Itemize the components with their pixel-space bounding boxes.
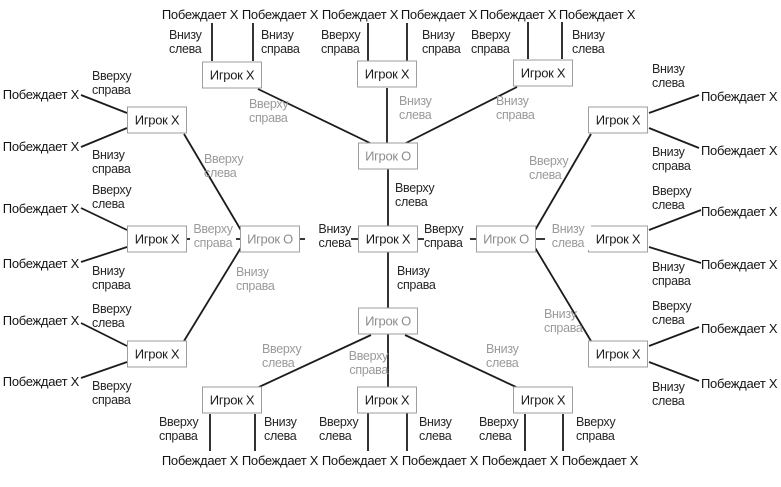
node-player-x-mid-right: Игрок X [588, 225, 648, 253]
node-player-x-mid-left: Игрок X [127, 225, 187, 253]
outcome-label-23: Побеждает X [561, 453, 639, 468]
edge-label-leaf-11: Вверху справа [92, 379, 132, 407]
outcome-label-7: Побеждает X [2, 139, 80, 154]
edge-label-leaf-19: Внизу слева [264, 415, 297, 443]
node-player-o-right: Игрок О [476, 225, 536, 253]
edge-label-right-midright: Внизу слева [545, 222, 591, 250]
node-player-x-bottom-right: Игрок X [513, 386, 573, 414]
outcome-label-19: Побеждает X [241, 453, 319, 468]
edge-label-left-upperleft: Вверху слева [204, 152, 244, 180]
outcome-label-6: Побеждает X [2, 87, 80, 102]
node-player-o-top: Игрок О [358, 142, 418, 170]
outcome-label-9: Побеждает X [2, 256, 80, 271]
outcome-label-11: Побеждает X [2, 374, 80, 389]
edge-label-leaf-22: Вверху слева [479, 415, 519, 443]
node-player-x-top-left: Игрок X [202, 61, 262, 89]
outcome-label-2: Побеждает X [321, 7, 399, 22]
node-player-x-root: Игрок X [358, 225, 418, 253]
edge-label-top-topright: Внизу справа [496, 94, 535, 122]
edge-label-leaf-6: Вверху справа [92, 69, 132, 97]
edge-label-bottom-bottomright: Внизу слева [486, 342, 519, 370]
edge-label-leaf-23: Вверху справа [576, 415, 616, 443]
edge-label-leaf-12: Внизу слева [652, 62, 685, 90]
edge-label-leaf-15: Внизу справа [652, 260, 691, 288]
edge-label-right-lowerright: Внизу справа [544, 307, 583, 335]
outcome-label-12: Побеждает X [701, 89, 778, 104]
edge-label-left-midleft: Вверху справа [190, 222, 236, 250]
edge-label-top-topleft: Вверху справа [249, 97, 289, 125]
outcome-label-8: Побеждает X [2, 201, 80, 216]
outcome-label-4: Побеждает X [479, 7, 557, 22]
outcome-label-10: Побеждает X [2, 313, 80, 328]
edge-label-left-lowerleft: Внизу справа [236, 265, 275, 293]
outcome-label-20: Побеждает X [321, 453, 399, 468]
edge-label-leaf-13: Внизу справа [652, 145, 691, 173]
edge-label-leaf-21: Внизу слева [419, 415, 452, 443]
edge-label-top-topcenter: Внизу слева [399, 94, 432, 122]
edge-label-leaf-18: Вверху справа [159, 415, 199, 443]
edge-label-leaf-17: Внизу слева [652, 380, 685, 408]
edge-label-bottom-bottomleft: Вверху слева [262, 342, 302, 370]
edge-label-leaf-3: Внизу справа [422, 28, 461, 56]
node-player-x-top-right: Игрок X [513, 59, 573, 87]
edge-label-right-upperright: Вверху слева [529, 154, 569, 182]
outcome-label-15: Побеждает X [701, 257, 778, 272]
edge-label-leaf-0: Внизу слева [169, 28, 202, 56]
edge-label-leaf-16: Вверху слева [652, 299, 692, 327]
outcome-label-21: Побеждает X [401, 453, 479, 468]
outcome-label-14: Побеждает X [701, 204, 778, 219]
edge-label-leaf-8: Вверху слева [92, 183, 132, 211]
outcome-label-0: Побеждает X [161, 7, 239, 22]
edge-label-leaf-5: Внизу слева [572, 28, 605, 56]
node-player-o-left: Игрок О [240, 225, 300, 253]
edge-label-leaf-1: Внизу справа [261, 28, 300, 56]
edge-label-leaf-4: Вверху справа [471, 28, 511, 56]
node-player-o-bottom: Игрок О [358, 307, 418, 335]
edge-label-leaf-14: Вверху слева [652, 184, 692, 212]
edge-label-leaf-20: Вверху слева [319, 415, 359, 443]
edge-label-leaf-9: Внизу справа [92, 264, 131, 292]
outcome-label-5: Побеждает X [558, 7, 636, 22]
node-player-x-lower-left: Игрок X [127, 340, 187, 368]
node-player-x-bottom-center: Игрок X [357, 386, 417, 414]
node-player-x-lower-right: Игрок X [588, 340, 648, 368]
edge-label-root-left: Внизу слева [305, 222, 351, 250]
outcome-label-3: Побеждает X [400, 7, 478, 22]
outcome-label-18: Побеждает X [161, 453, 239, 468]
outcome-label-13: Побеждает X [701, 143, 778, 158]
outcome-label-17: Побеждает X [701, 376, 778, 391]
node-player-x-top-center: Игрок X [357, 60, 417, 88]
outcome-label-16: Побеждает X [701, 321, 778, 336]
outcome-label-22: Побеждает X [481, 453, 559, 468]
edge-label-leaf-2: Вверху справа [321, 28, 361, 56]
node-player-x-upper-left: Игрок X [127, 106, 187, 134]
edge-label-root-bottom: Внизу справа [397, 264, 436, 292]
node-player-x-upper-right: Игрок X [588, 106, 648, 134]
edge-label-bottom-bottomcenter: Вверху справа [348, 349, 389, 377]
edge-label-leaf-7: Внизу справа [92, 148, 131, 176]
edge-label-root-right: Вверху справа [424, 222, 470, 250]
outcome-label-1: Побеждает X [241, 7, 319, 22]
edge-label-leaf-10: Вверху слева [92, 302, 132, 330]
node-player-x-bottom-left: Игрок X [202, 386, 262, 414]
edge-label-root-top: Вверху слева [395, 181, 435, 209]
